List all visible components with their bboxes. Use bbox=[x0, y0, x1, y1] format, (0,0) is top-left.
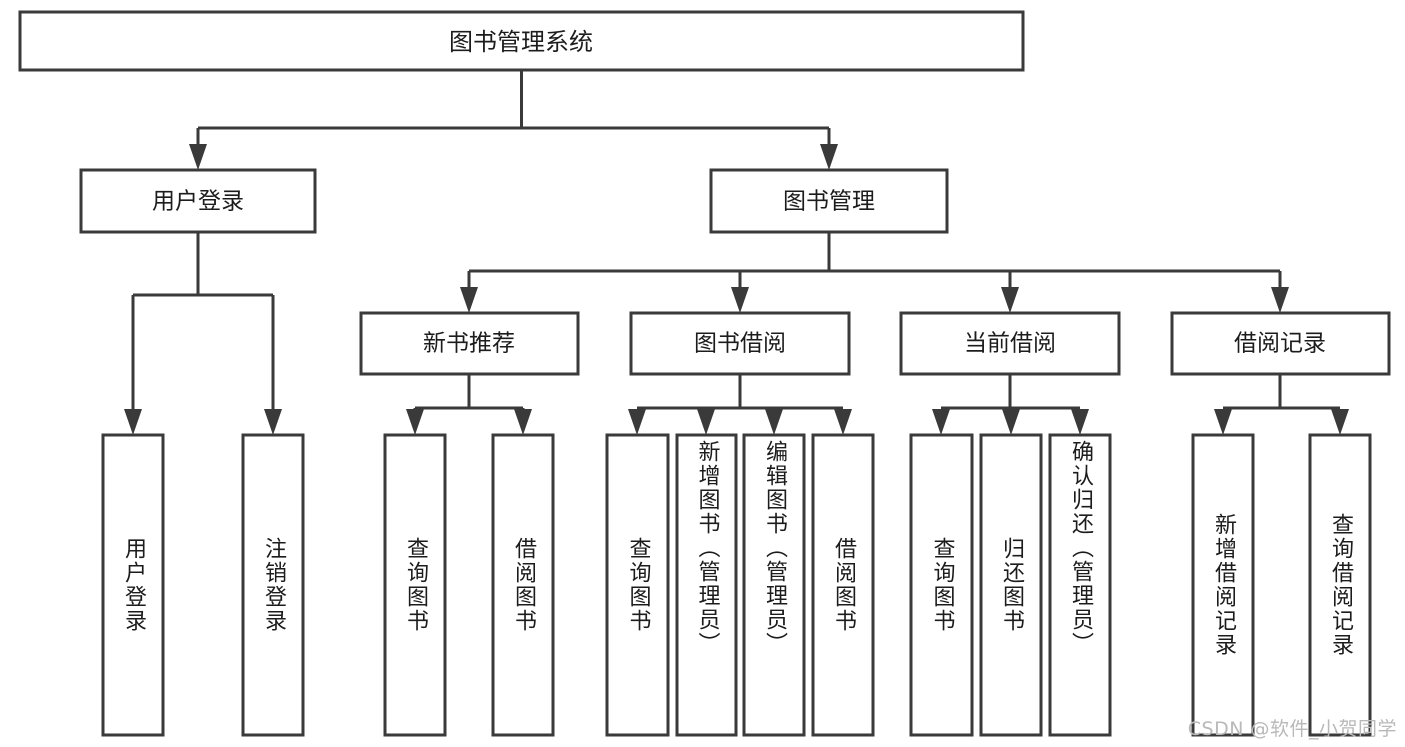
node-user-login-label: 用户登录 bbox=[152, 189, 244, 215]
node-user-login[interactable]: 用户登录 bbox=[79, 168, 317, 234]
node-book-borrow-rect[interactable] bbox=[629, 311, 851, 376]
connectors bbox=[124, 70, 1349, 435]
node-book-manage-rect[interactable] bbox=[709, 168, 949, 234]
leaf-add-borrow-record-rect[interactable] bbox=[1191, 433, 1255, 737]
arrowhead-user-logout-leaf bbox=[264, 409, 282, 435]
arrowhead-edit-book bbox=[765, 409, 783, 435]
watermark: CSDN @软件_小贺同学 bbox=[1187, 718, 1397, 740]
node-new-book-recommend[interactable]: 新书推荐 bbox=[359, 311, 580, 376]
leaf-edit-book-rect[interactable] bbox=[742, 433, 806, 737]
arrowhead-return-book bbox=[1002, 409, 1020, 435]
arrowhead-borrow-book-2 bbox=[834, 409, 852, 435]
node-user-login-rect[interactable] bbox=[79, 168, 317, 234]
arrowhead-query-book-2 bbox=[628, 409, 646, 435]
arrowhead-query-book-1 bbox=[406, 409, 424, 435]
node-book-borrow[interactable]: 图书借阅 bbox=[629, 311, 851, 376]
arrowhead-add-borrow-record bbox=[1214, 409, 1232, 435]
arrowhead-borrow-book-1 bbox=[514, 409, 532, 435]
node-book-manage-label: 图书管理 bbox=[783, 189, 875, 215]
arrowhead-new-book-recommend bbox=[460, 287, 478, 313]
leaf-query-borrow-record-rect[interactable] bbox=[1308, 433, 1372, 737]
node-current-borrow[interactable]: 当前借阅 bbox=[899, 311, 1121, 376]
arrowhead-user-login bbox=[189, 144, 207, 170]
node-root-rect[interactable] bbox=[18, 10, 1025, 72]
arrowhead-query-borrow-record bbox=[1331, 409, 1349, 435]
node-new-book-recommend-rect[interactable] bbox=[359, 311, 580, 376]
leaf-query-book-3-rect[interactable] bbox=[909, 433, 974, 737]
node-book-manage[interactable]: 图书管理 bbox=[709, 168, 949, 234]
arrowhead-confirm-return bbox=[1071, 409, 1089, 435]
leaf-query-book-2-rect[interactable] bbox=[605, 433, 670, 737]
node-root[interactable]: 图书管理系统 bbox=[18, 10, 1025, 72]
leaf-user-login-rect[interactable] bbox=[101, 433, 165, 737]
arrowhead-add-book bbox=[697, 409, 715, 435]
node-borrow-record-rect[interactable] bbox=[1170, 311, 1391, 376]
arrowhead-book-manage bbox=[820, 144, 838, 170]
node-borrow-record[interactable]: 借阅记录 bbox=[1170, 311, 1391, 376]
leaf-borrow-book-2-rect[interactable] bbox=[811, 433, 875, 737]
leaf-borrow-book-1-rect[interactable] bbox=[491, 433, 555, 737]
leaf-add-book-rect[interactable] bbox=[675, 433, 738, 737]
node-current-borrow-label: 当前借阅 bbox=[964, 331, 1056, 357]
node-borrow-record-label: 借阅记录 bbox=[1234, 331, 1326, 357]
arrowhead-current-borrow bbox=[1001, 287, 1019, 313]
node-book-borrow-label: 图书借阅 bbox=[694, 331, 786, 357]
node-root-label: 图书管理系统 bbox=[449, 28, 593, 56]
arrowhead-query-book-3 bbox=[932, 409, 950, 435]
leaf-query-book-1-rect[interactable] bbox=[383, 433, 447, 737]
arrowhead-book-borrow bbox=[731, 287, 749, 313]
leaf-return-book-rect[interactable] bbox=[979, 433, 1043, 737]
arrowhead-user-login-leaf bbox=[124, 409, 142, 435]
node-current-borrow-rect[interactable] bbox=[899, 311, 1121, 376]
arrowhead-borrow-record bbox=[1271, 287, 1289, 313]
leaf-user-logout-rect[interactable] bbox=[241, 433, 305, 737]
node-new-book-recommend-label: 新书推荐 bbox=[423, 331, 515, 357]
leaf-confirm-return-rect[interactable] bbox=[1048, 433, 1112, 737]
